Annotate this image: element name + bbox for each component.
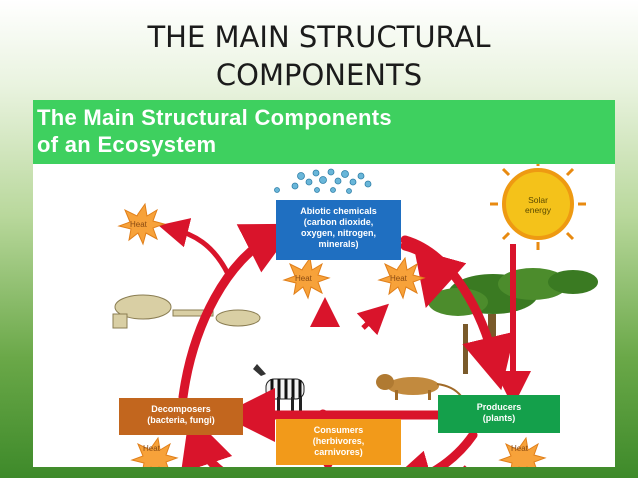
heat-burst-top-left (117, 202, 166, 246)
abiotic-chemicals-box: Abiotic chemicals (carbon dioxide, oxyge… (276, 200, 401, 260)
heat-arrows (158, 218, 467, 467)
slide-title-line-2: COMPONENTS (215, 58, 423, 92)
decomposers-line-2: (bacteria, fungi) (147, 415, 215, 425)
slide-title-line-1: THE MAIN STRUCTURAL (147, 20, 491, 54)
figure-banner-title: The Main Structural Components of an Eco… (37, 104, 607, 158)
heat-burst-bottom-right (498, 436, 547, 467)
ecosystem-figure: The Main Structural Components of an Eco… (33, 100, 615, 467)
heat-burst-middle-right (377, 256, 426, 300)
heat-bursts (117, 202, 547, 467)
skeleton-icon (112, 294, 261, 329)
abiotic-line-2: (carbon dioxide, (303, 217, 374, 227)
decomposers-line-1: Decomposers (151, 404, 211, 414)
heat-label-middle-right: Heat (390, 274, 407, 283)
slide-title: THE MAIN STRUCTURAL COMPONENTS (0, 18, 638, 94)
heat-label-bottom-right: Heat (511, 444, 528, 453)
heat-label-top-left: Heat (130, 220, 147, 229)
sun-icon (490, 164, 586, 250)
consumers-line-2: (herbivores, (312, 436, 365, 446)
solar-energy-label: Solar energy (518, 195, 558, 215)
producers-line-2: (plants) (482, 413, 516, 423)
heat-label-middle-left: Heat (295, 274, 312, 283)
producers-line-1: Producers (476, 402, 522, 412)
zebra-icon (253, 364, 305, 415)
abiotic-line-4: minerals) (318, 239, 359, 249)
heat-burst-middle-left (282, 256, 331, 300)
consumers-line-3: carnivores) (314, 447, 363, 457)
molecules-icon (274, 168, 372, 194)
lion-icon (376, 374, 462, 400)
solar-line-2: energy (525, 205, 551, 215)
banner-line-2: of an Ecosystem (37, 132, 217, 157)
heat-label-bottom-left: Heat (143, 444, 160, 453)
abiotic-line-3: oxygen, nitrogen, (300, 228, 376, 238)
solar-line-1: Solar (528, 195, 548, 205)
heat-burst-bottom-left (130, 436, 179, 467)
decomposers-box: Decomposers (bacteria, fungi) (119, 398, 243, 435)
diagram-graphics (112, 164, 598, 467)
consumers-box: Consumers (herbivores, carnivores) (276, 419, 401, 465)
abiotic-line-1: Abiotic chemicals (300, 206, 377, 216)
consumers-line-1: Consumers (313, 425, 364, 435)
banner-line-1: The Main Structural Components (37, 105, 392, 130)
figure-banner: The Main Structural Components of an Eco… (33, 100, 615, 164)
producers-box: Producers (plants) (438, 395, 560, 433)
